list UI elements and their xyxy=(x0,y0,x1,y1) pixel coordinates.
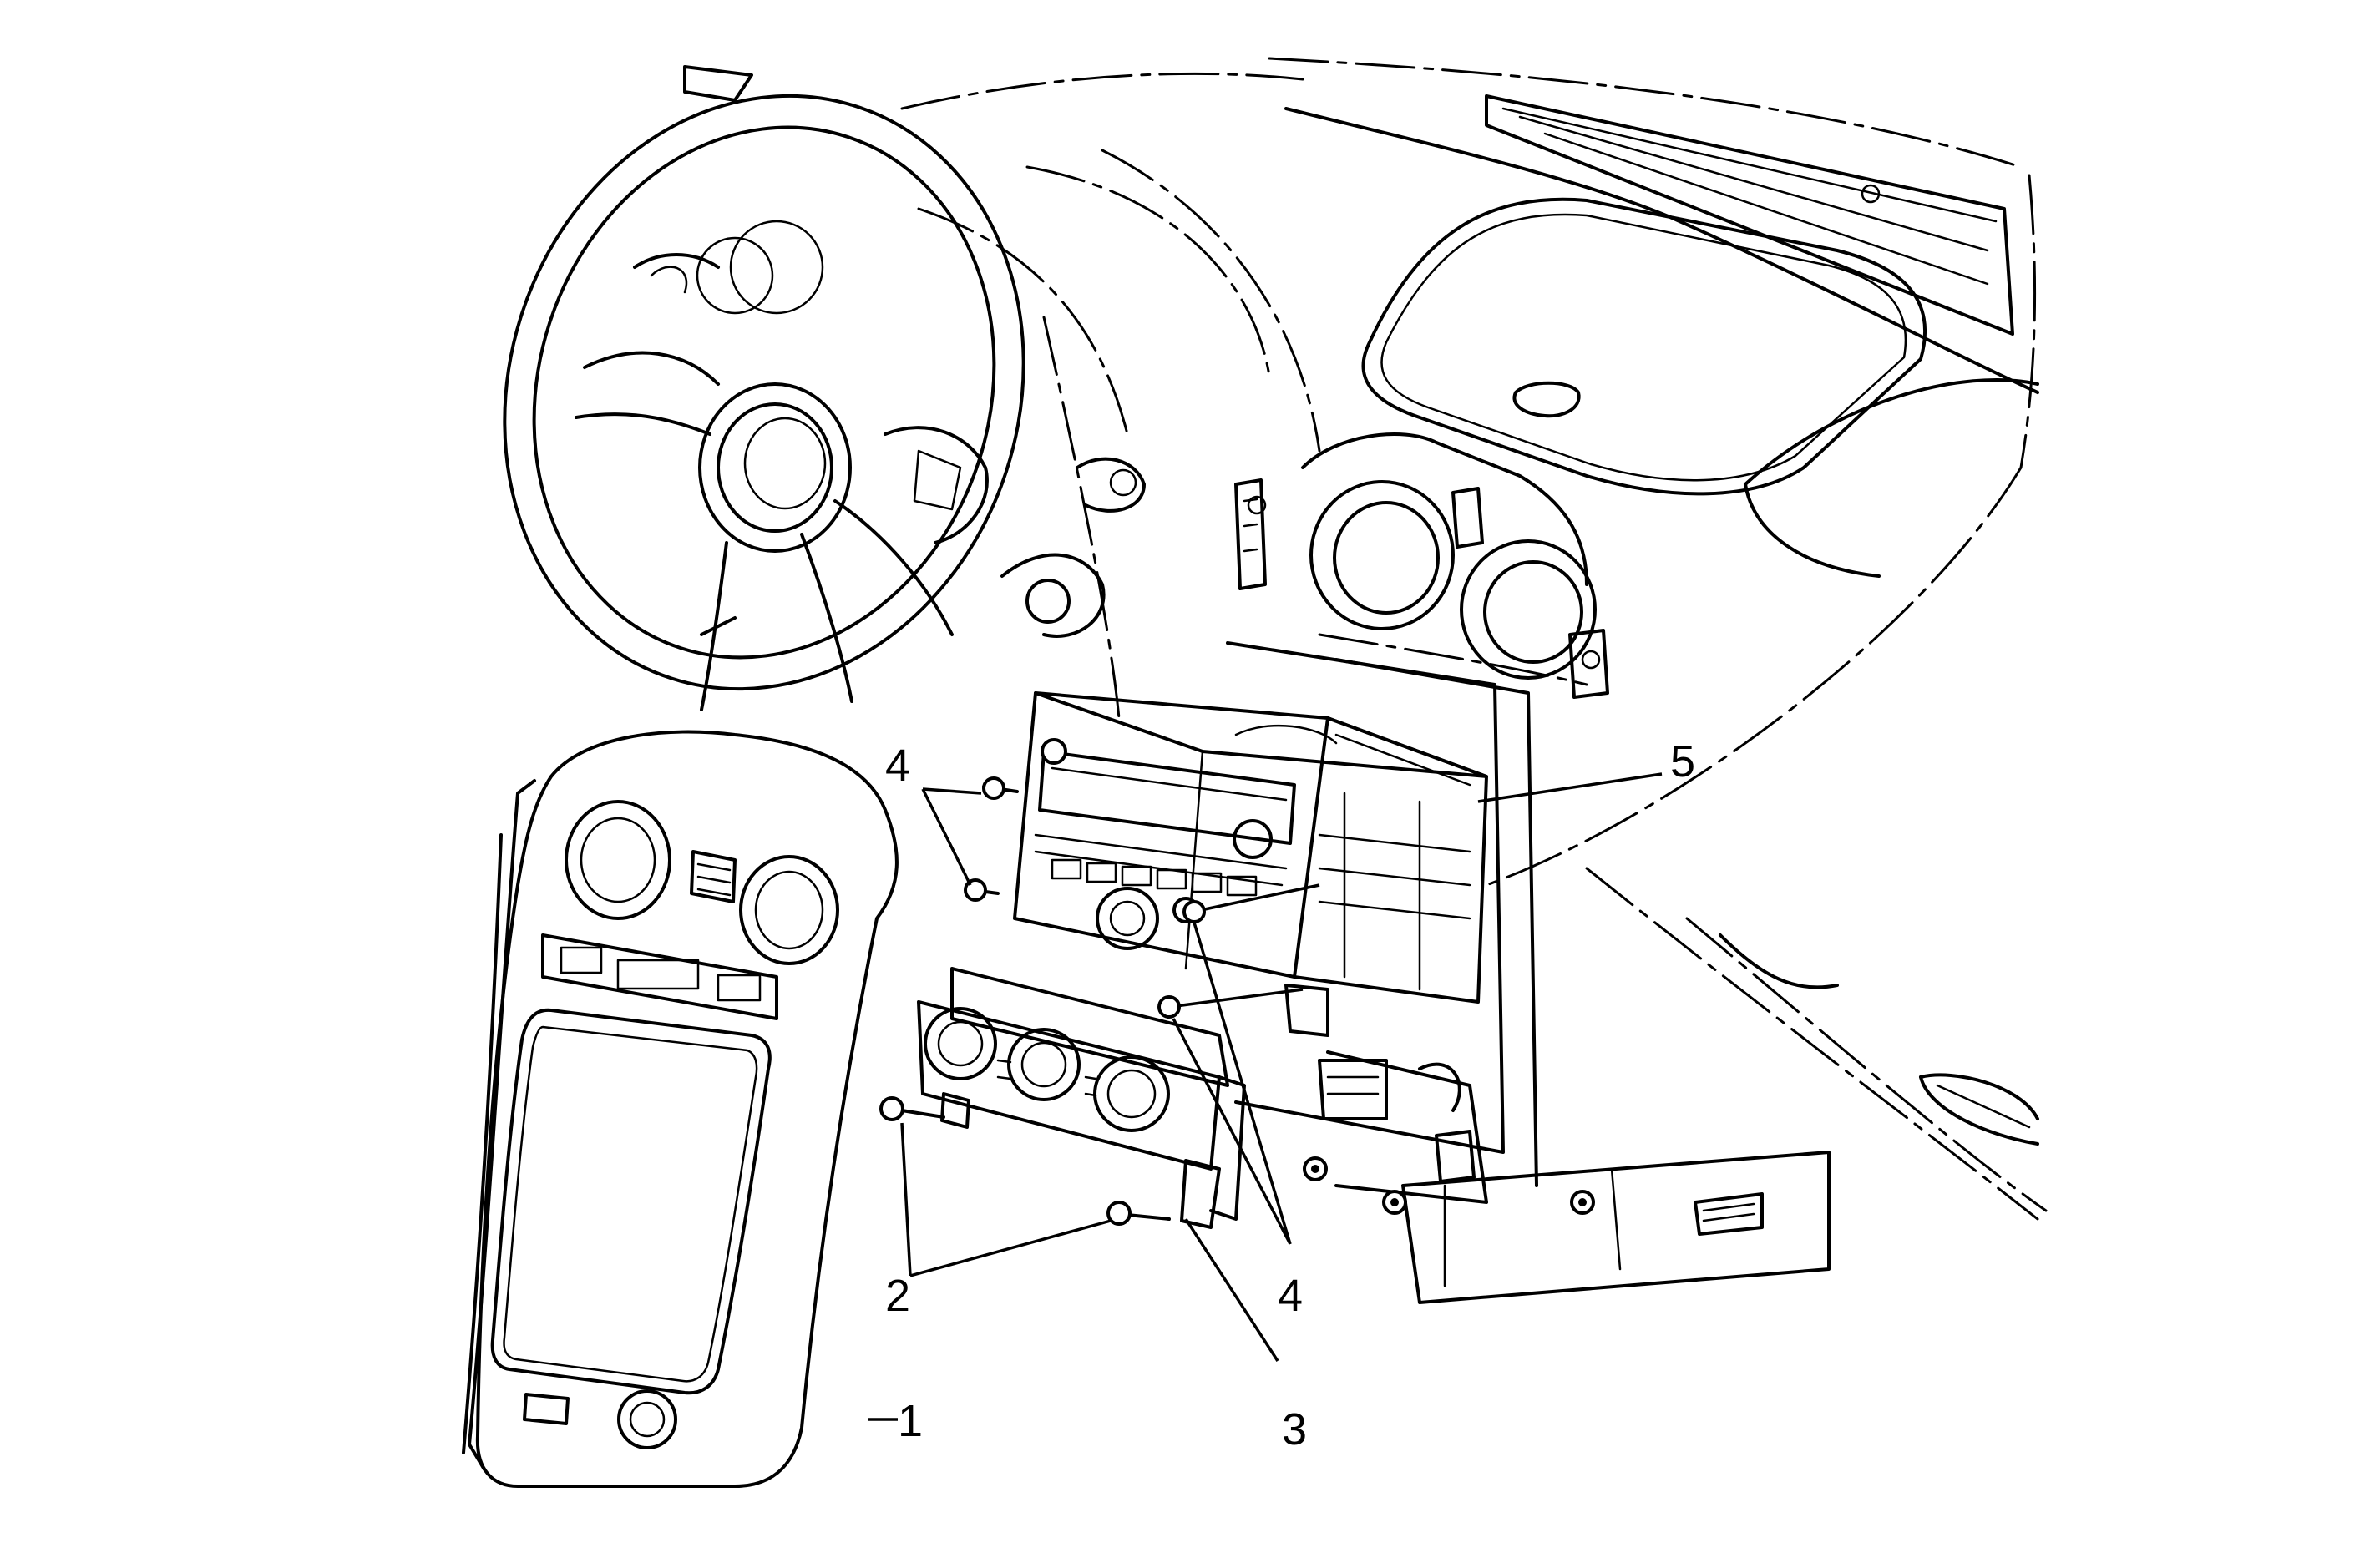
trim-display-opening xyxy=(490,1008,772,1395)
radio-preset-buttons xyxy=(1051,858,1258,897)
leader-3 xyxy=(1184,1218,1279,1362)
trim-right-vent xyxy=(739,855,839,965)
radio-screw-upper xyxy=(982,776,1019,800)
radio-volume-knob xyxy=(1096,887,1159,950)
callout-1: 1 xyxy=(898,1396,923,1446)
trim-hazard-button xyxy=(617,1389,677,1449)
steering-column xyxy=(683,65,1146,638)
passenger-side-panel xyxy=(1719,378,2039,1146)
hvac-fan-knob xyxy=(924,1007,997,1080)
radio-mounting-bracket xyxy=(1226,641,1831,1304)
radio-unit xyxy=(1013,691,1488,1037)
leader-2b xyxy=(909,1219,1112,1277)
radio-screw-center xyxy=(1182,883,1320,923)
center-air-vents xyxy=(1234,432,1609,699)
callout-4-lower: 4 xyxy=(1278,1271,1303,1321)
callout-3: 3 xyxy=(1282,1404,1307,1454)
radio-screw-lower xyxy=(1157,988,1304,1019)
leader-2a xyxy=(900,1122,912,1277)
leader-5 xyxy=(1477,772,1663,803)
center-trim-plate xyxy=(462,730,899,1488)
leader-4-lower-a xyxy=(1193,922,1292,1245)
leader-4-upper-a xyxy=(922,787,982,795)
callout-labels: 1 2 3 4 4 5 xyxy=(885,736,1695,1454)
callout-4-upper: 4 xyxy=(885,741,910,791)
upper-storage-bin xyxy=(1361,197,1927,496)
hvac-screw-right xyxy=(1106,1201,1171,1226)
hvac-screw-left xyxy=(879,1096,945,1121)
defroster-vent xyxy=(1485,94,2014,336)
callout-2: 2 xyxy=(885,1271,910,1321)
leader-4-upper-b xyxy=(921,788,972,886)
radio-tune-knob xyxy=(1233,819,1273,859)
steering-wheel xyxy=(503,94,1025,711)
hvac-temp-knob xyxy=(1007,1028,1081,1101)
leader-4-lower-b xyxy=(1172,1018,1292,1245)
leader-lines xyxy=(868,772,1663,1421)
instrument-panel-outline xyxy=(900,57,2048,1221)
hvac-mode-knob xyxy=(1093,1055,1170,1132)
trim-left-vent xyxy=(565,800,671,920)
radio-fasteners xyxy=(964,776,1320,1019)
hvac-control-module xyxy=(917,967,1246,1229)
hvac-fasteners xyxy=(879,1096,1171,1226)
callout-5: 5 xyxy=(1670,736,1695,787)
